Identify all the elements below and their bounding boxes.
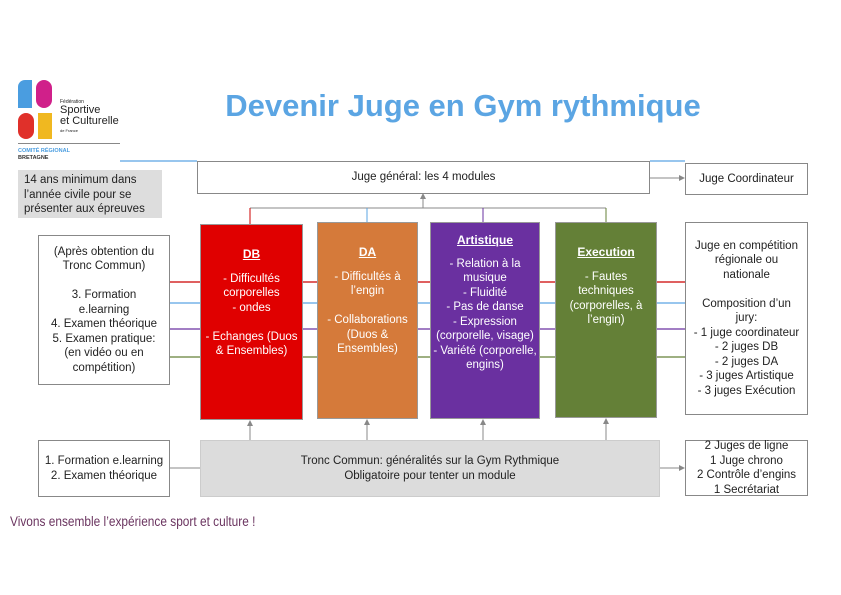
age-requirement-note: 14 ans minimum dans l’année civile pour … <box>18 170 162 218</box>
juge-general-box: Juge général: les 4 modules <box>197 161 650 194</box>
fscf-logo: Fédération Sportive et Culturelle de Fra… <box>18 80 128 161</box>
bottom-left-steps-box: 1. Formation e.learning 2. Examen théori… <box>38 440 170 497</box>
page-title: Devenir Juge en Gym rythmique <box>225 88 701 123</box>
module-db: DB - Difficultés corporelles - ondes - E… <box>200 224 303 420</box>
juge-coordinateur-box: Juge Coordinateur <box>685 163 808 195</box>
module-artistique: Artistique - Relation à la musique - Flu… <box>430 222 540 419</box>
other-roles-box: 2 Juges de ligne 1 Juge chrono 2 Contrôl… <box>685 440 808 496</box>
tronc-commun-box: Tronc Commun: généralités sur la Gym Ryt… <box>200 440 660 497</box>
footer-slogan: Vivons ensemble l’expérience sport et cu… <box>10 514 256 529</box>
module-da: DA - Difficultés à l’engin - Collaborati… <box>317 222 418 419</box>
left-steps-box: (Après obtention du Tronc Commun) 3. For… <box>38 235 170 385</box>
jury-composition-box: Juge en compétition régionale ou nationa… <box>685 222 808 415</box>
module-execution: Execution - Fautes techniques (corporell… <box>555 222 657 418</box>
